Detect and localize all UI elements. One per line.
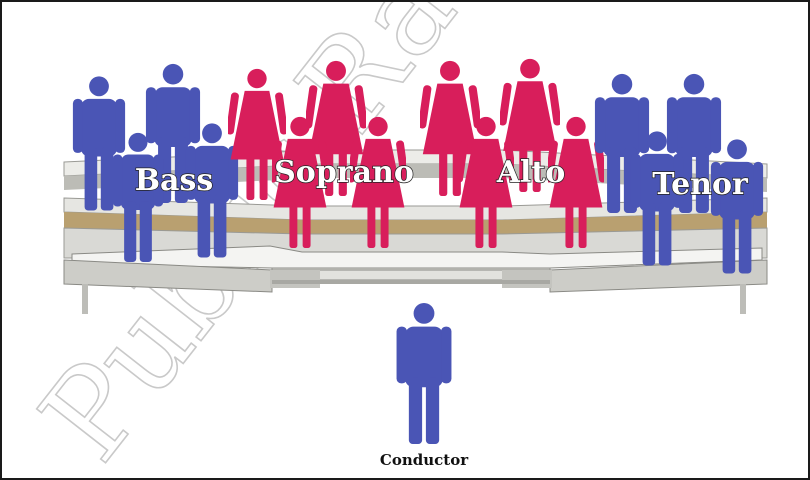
- section-label-bass: Bass: [135, 163, 214, 198]
- section-label-tenor: Tenor: [652, 167, 749, 202]
- conductor-icon: [396, 302, 452, 444]
- riser-platform: [63, 149, 768, 314]
- conductor-label: Conductor: [380, 451, 469, 469]
- section-label-alto: Alto: [496, 155, 566, 190]
- section-label-soprano: Soprano: [274, 155, 414, 190]
